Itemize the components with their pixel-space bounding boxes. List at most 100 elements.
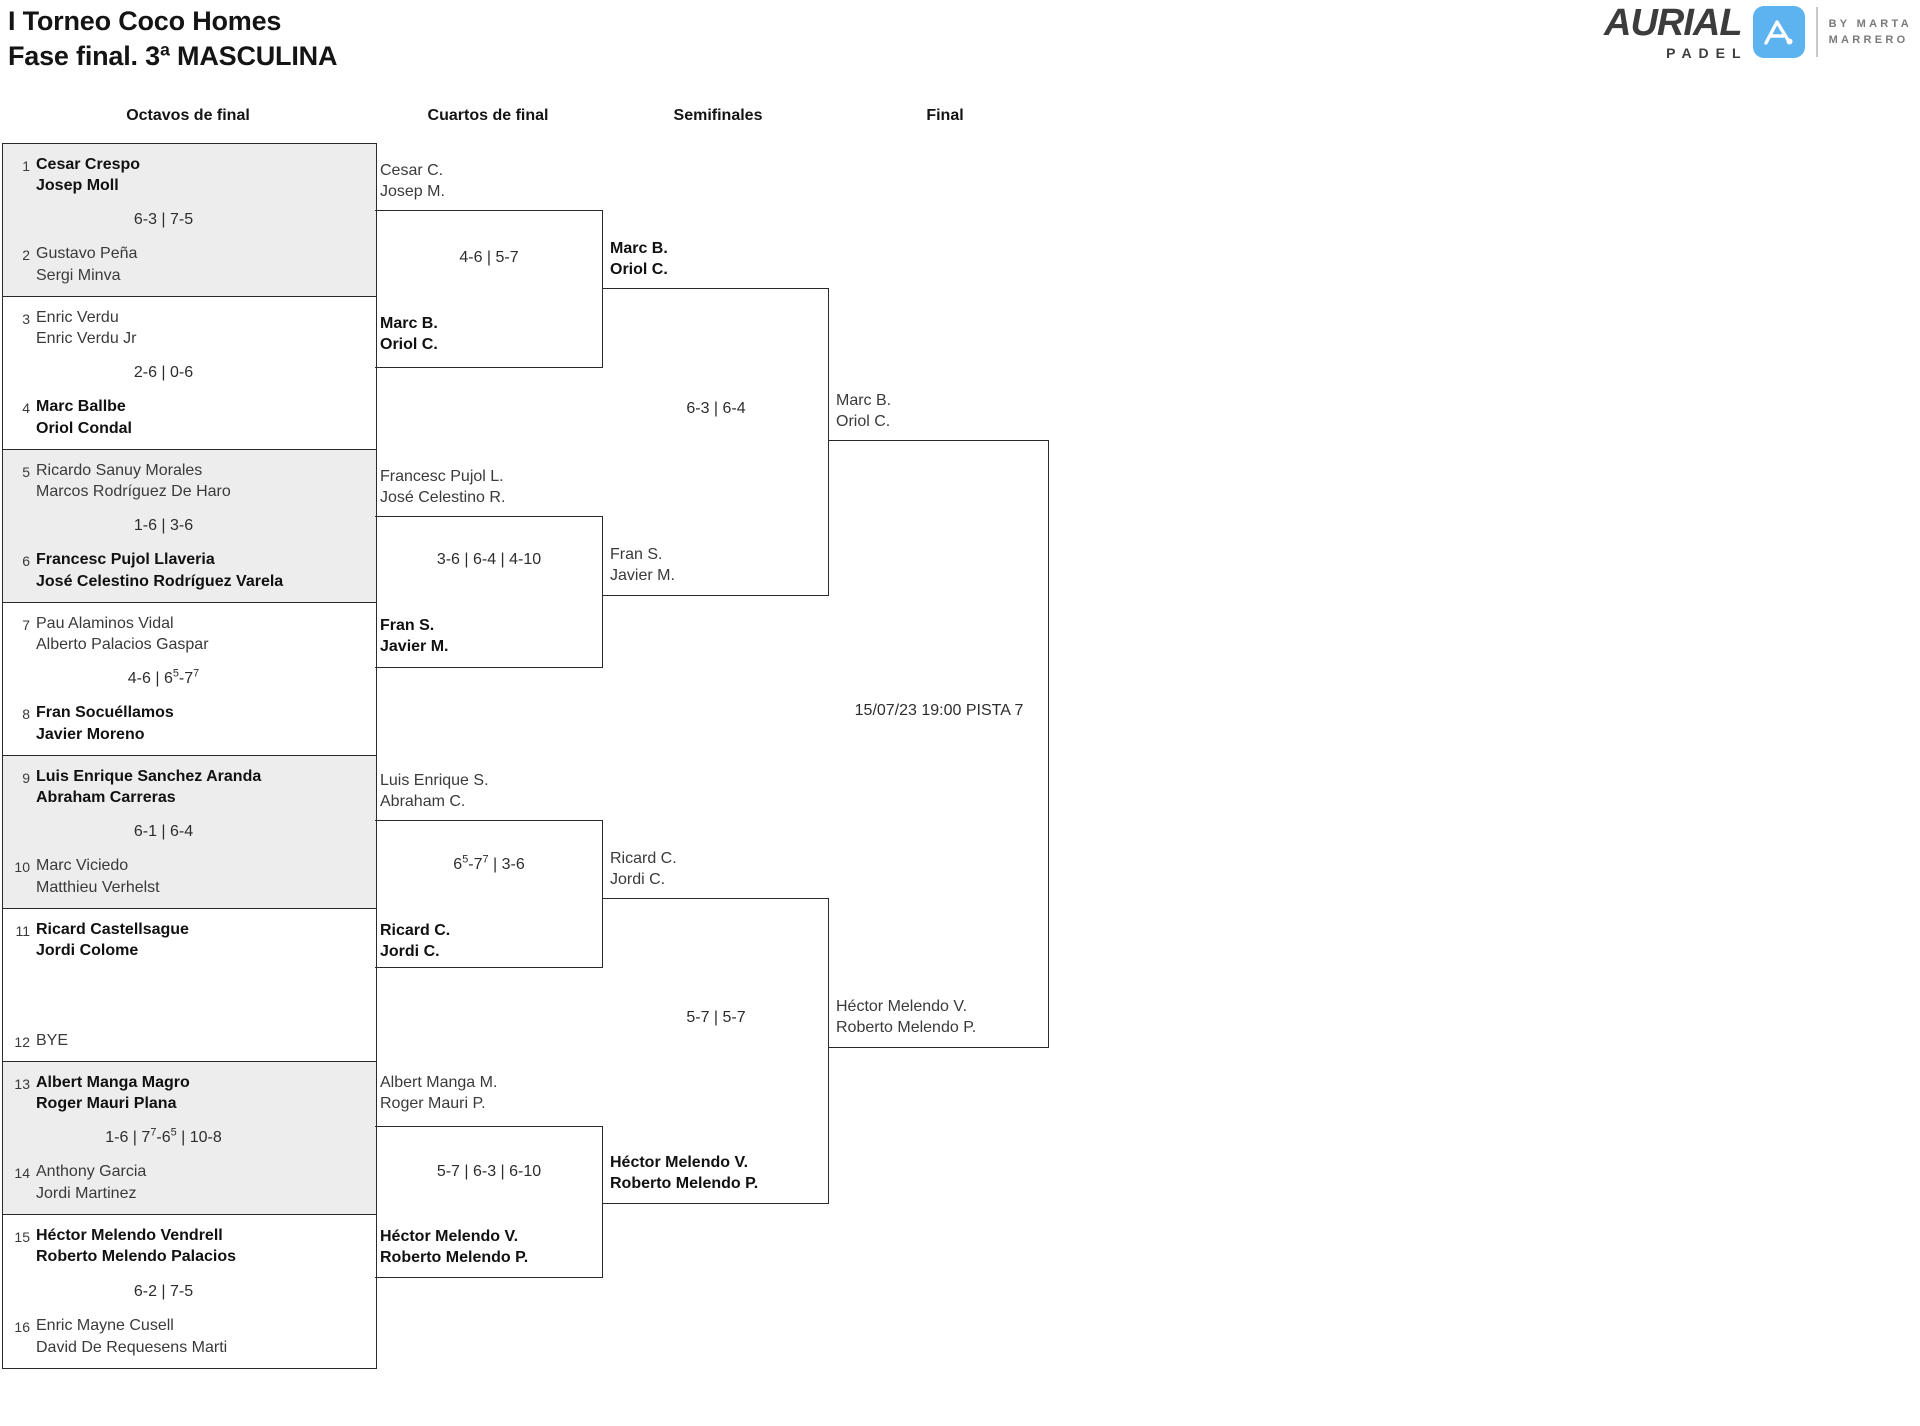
logo-brand-text: AURIAL [1604, 2, 1743, 44]
seed-number: 1 [22, 158, 30, 174]
round-header-cuartos: Cuartos de final [427, 107, 549, 124]
final-schedule: 15/07/23 19:00 PISTA 7 [854, 702, 1024, 719]
sf-1-team-bottom: Fran S.Javier M. [610, 546, 675, 585]
qf-4-team-top: Albert Manga M.Roger Mauri P. [380, 1074, 498, 1113]
seed-number: 15 [14, 1229, 30, 1245]
sf-2-score: 5-7 | 5-7 [686, 1009, 746, 1026]
qf-1-score: 4-6 | 5-7 [459, 249, 519, 266]
seed-number: 5 [22, 464, 30, 480]
qf-3-connector [375, 820, 603, 968]
seed-number: 3 [22, 311, 30, 327]
seed-number: 9 [22, 770, 30, 786]
sf-2-team-bottom: Héctor Melendo V.Roberto Melendo P. [610, 1154, 759, 1193]
seed-number: 4 [22, 400, 30, 417]
logo-byline-1: BY MARTA [1828, 17, 1912, 30]
qf-4-connector [375, 1126, 603, 1278]
qf-1-team-top: Cesar C.Josep M. [380, 162, 445, 201]
match-score: 6-2 | 7-5 [133, 1282, 194, 1300]
qf-2-connector [375, 516, 603, 668]
qf-1-team-bottom: Marc B.Oriol C. [380, 315, 438, 354]
r16-slot-12: 12 BYE [3, 1030, 376, 1051]
qf-4-team-bottom: Héctor Melendo V.Roberto Melendo P. [380, 1228, 529, 1267]
match-score: 2-6 | 0-6 [133, 364, 194, 381]
round-header-octavos: Octavos de final [126, 107, 250, 124]
seed-number: 6 [22, 553, 30, 570]
logo-wordmark: AURIAL PADEL [1604, 2, 1743, 60]
aurial-monogram-icon [1752, 6, 1805, 58]
seed-number: 12 [14, 1033, 30, 1050]
sf-2-connector [603, 898, 829, 1204]
match-score: 6-1 | 6-4 [133, 823, 194, 840]
final-connector [829, 440, 1049, 1048]
seed-number: 16 [14, 1319, 30, 1336]
logo-divider [1815, 7, 1818, 57]
qf-1-connector [375, 210, 603, 368]
tournament-name: I Torneo Coco Homes [8, 6, 282, 36]
match-score: 1-6 | 3-6 [133, 517, 194, 534]
sf-2-team-top: Ricard C.Jordi C. [610, 850, 677, 889]
round-header-semifinales: Semifinales [673, 107, 763, 124]
sf-1-connector [603, 288, 829, 596]
qf-3-team-bottom: Ricard C.Jordi C. [380, 922, 451, 961]
seed-number: 10 [14, 859, 30, 876]
seed-number: 13 [14, 1076, 30, 1092]
seed-number: 2 [22, 247, 30, 264]
qf-2-team-bottom: Fran S.Javier M. [380, 617, 449, 656]
match-score: 6-3 | 7-5 [133, 211, 194, 228]
tournament-phase: Fase final. 3ª MASCULINA [8, 41, 338, 72]
logo-byline: BY MARTA MARRERO [1829, 16, 1912, 49]
page-title: I Torneo Coco Homes Fase final. 3ª MASCU… [8, 4, 337, 74]
seed-number: 11 [15, 923, 30, 939]
match-score: 1-6 | 77-65 | 10-8 [105, 1126, 222, 1146]
sf-1-score: 6-3 | 6-4 [686, 400, 746, 417]
aurial-padel-logo: AURIAL PADEL BY MARTA MARRERO [1604, 2, 1912, 60]
final-team-bottom: Héctor Melendo V.Roberto Melendo P. [836, 998, 977, 1037]
final-team-top: Marc B.Oriol C. [836, 392, 892, 431]
logo-byline-2: MARRERO [1828, 34, 1909, 46]
seed-number: 14 [14, 1165, 30, 1182]
round-header-final: Final [926, 107, 964, 124]
sf-1-team-top: Marc B.Oriol C. [610, 240, 668, 279]
qf-2-team-top: Francesc Pujol L.José Celestino R. [380, 468, 506, 507]
qf-3-score: 65-77 | 3-6 [453, 853, 525, 873]
seed-number: 7 [22, 617, 30, 633]
qf-2-score: 3-6 | 6-4 | 4-10 [436, 551, 542, 568]
